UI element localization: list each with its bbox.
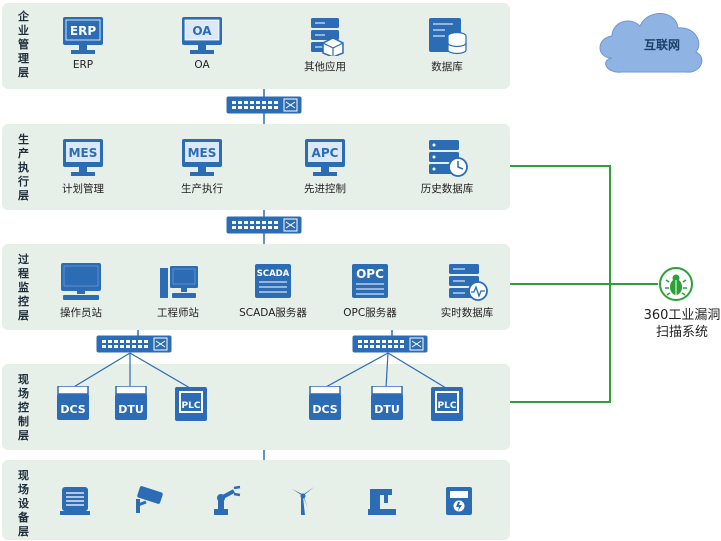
wind-turbine-icon xyxy=(292,487,314,515)
monitor-screen-text: MES xyxy=(69,146,98,160)
server-label-text: OPC xyxy=(356,267,384,281)
workstation-icon xyxy=(160,266,198,298)
monitor-screen-text: APC xyxy=(312,146,339,160)
node-advanced-control: APC 先进控制 xyxy=(280,138,370,196)
node-label: ERP xyxy=(72,59,94,71)
node-label: 工程师站 xyxy=(157,307,199,319)
device-label: DTU xyxy=(374,403,400,416)
camera-icon xyxy=(136,486,163,513)
meter-icon xyxy=(446,487,472,515)
node-label: 计划管理 xyxy=(62,183,104,195)
node-label: SCADA服务器 xyxy=(239,307,307,319)
network-switch-icon xyxy=(96,335,172,353)
internet-label: 互联网 xyxy=(643,38,680,52)
realtime-database-icon xyxy=(449,264,488,301)
layer-label-management: 企业管理层 xyxy=(18,10,29,79)
layer-label-execution: 生产执行层 xyxy=(18,133,29,202)
device-label: PLC xyxy=(182,401,201,411)
network-switch-icon xyxy=(226,216,302,234)
internet-cloud-icon xyxy=(599,13,703,73)
node-label: 生产执行 xyxy=(181,183,223,195)
plc-controller-icon: PLC xyxy=(175,387,207,421)
device-label: DCS xyxy=(60,403,85,416)
device-label: DCS xyxy=(312,403,337,416)
node-label: OA xyxy=(194,59,210,71)
node-label: 其他应用 xyxy=(304,61,346,73)
dcs-controller-icon: DCS xyxy=(57,386,89,420)
dcs-controller-icon: DCS xyxy=(309,386,341,420)
layer-label-control: 现场控制层 xyxy=(18,373,29,442)
node-database: 数据库 xyxy=(402,16,492,74)
bug-shield-icon xyxy=(659,267,693,301)
device-label: DTU xyxy=(118,403,144,416)
node-history-database: 历史数据库 xyxy=(402,138,492,196)
scanner-label: 360工业漏洞扫描系统 xyxy=(643,308,721,340)
node-label: OPC服务器 xyxy=(343,307,397,319)
node-label: 操作员站 xyxy=(60,307,102,319)
monitor-icon: MES xyxy=(63,139,103,176)
monitor-icon: ERP xyxy=(63,17,103,54)
node-oa: OA OA xyxy=(157,16,247,71)
monitor-icon: MES xyxy=(182,139,222,176)
layer-label-monitoring: 过程监控层 xyxy=(18,253,29,322)
monitor-screen-text: ERP xyxy=(70,24,96,38)
node-label: 实时数据库 xyxy=(440,307,494,319)
node-plan-management: MES 计划管理 xyxy=(38,138,128,196)
history-database-icon xyxy=(429,140,468,177)
plc-controller-icon: PLC xyxy=(431,387,463,421)
dtu-device-icon: DTU xyxy=(371,386,403,420)
server-app-icon xyxy=(311,18,344,56)
server-icon: SCADA xyxy=(255,264,291,298)
node-operator-station: 操作员站 xyxy=(36,262,126,320)
node-erp: ERP ERP xyxy=(38,16,128,71)
node-label: 先进控制 xyxy=(304,183,346,195)
monitor-icon: OA xyxy=(182,17,222,54)
network-switch-icon xyxy=(352,335,428,353)
server-label-text: SCADA xyxy=(257,269,290,279)
server-icon: OPC xyxy=(352,264,388,298)
node-engineer-station: 工程师站 xyxy=(133,262,223,320)
device-label: PLC xyxy=(438,401,457,411)
node-other-apps: 其他应用 xyxy=(280,16,370,74)
node-opc-server: OPC OPC服务器 xyxy=(325,262,415,320)
network-switch-icon xyxy=(226,96,302,114)
node-production-execution: MES 生产执行 xyxy=(157,138,247,196)
monitor-icon xyxy=(61,263,101,300)
monitor-screen-text: MES xyxy=(188,146,217,160)
robot-arm-icon xyxy=(214,485,241,515)
layer-label-field: 现场设备层 xyxy=(18,469,29,538)
node-label: 数据库 xyxy=(431,61,463,73)
node-label: 历史数据库 xyxy=(420,183,474,195)
machine-tool-icon xyxy=(368,489,396,515)
dtu-device-icon: DTU xyxy=(115,386,147,420)
monitor-icon: APC xyxy=(305,139,345,176)
node-realtime-database: 实时数据库 xyxy=(422,262,512,320)
monitor-screen-text: OA xyxy=(192,24,212,38)
node-scada-server: SCADA SCADA服务器 xyxy=(228,262,318,320)
database-server-icon xyxy=(429,18,467,55)
motor-icon xyxy=(60,487,90,515)
